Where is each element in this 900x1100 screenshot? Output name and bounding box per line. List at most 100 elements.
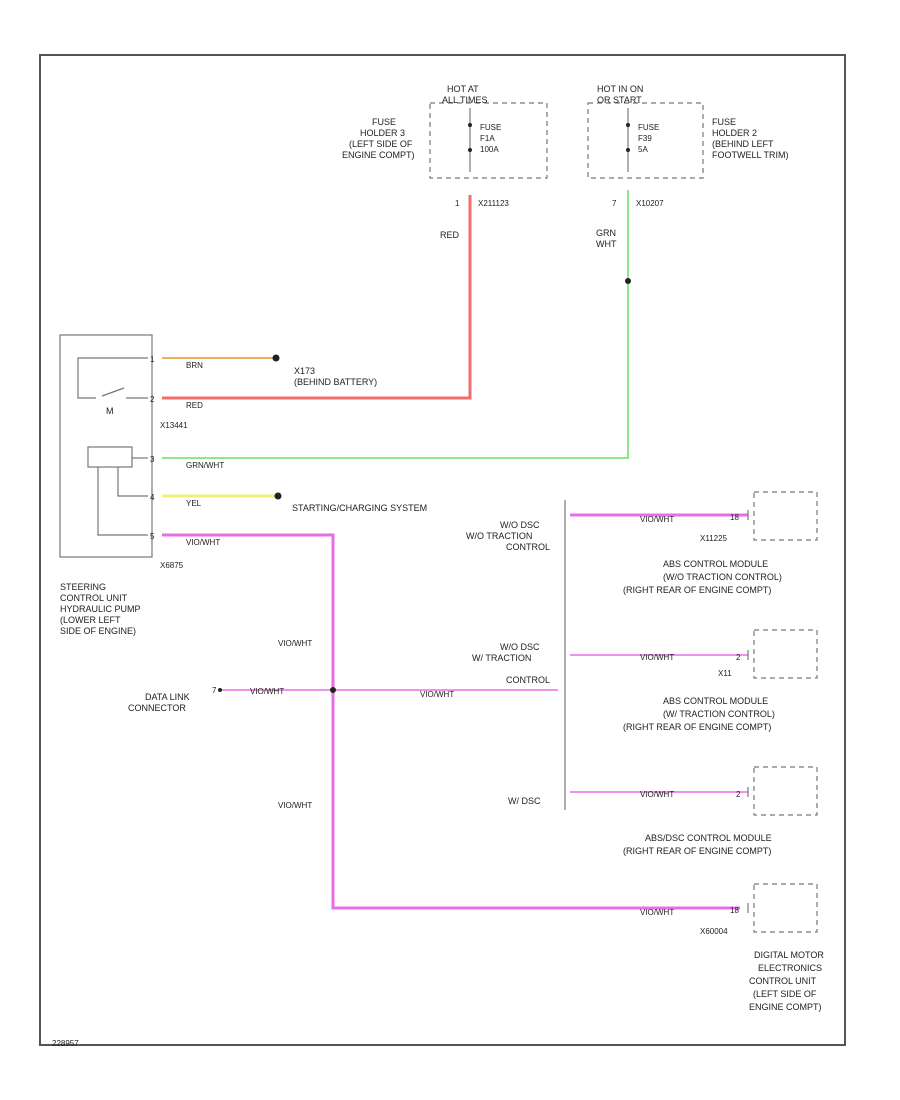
fuse-left-connector: X211123 — [478, 199, 509, 208]
fuse-f1a-label-3: 100A — [480, 145, 499, 154]
ground-label-1: X173 — [294, 366, 315, 376]
splice-wire-label: VIO/WHT — [420, 690, 454, 699]
steering-pin-5-wire: VIO/WHT — [186, 538, 220, 547]
option-1-label-1: W/O DSC — [500, 520, 540, 530]
fuse-f1a-terminal-top — [468, 123, 472, 127]
option-2-label-2: W/ TRACTION — [472, 653, 531, 663]
option-1-label-3: CONTROL — [506, 542, 550, 552]
fuse-right-hot-label-1: HOT IN ON — [597, 84, 643, 94]
steering-connector-upper: X13441 — [160, 421, 188, 430]
module-4-pin: 18 — [730, 906, 739, 915]
module-3-label-1: ABS/DSC CONTROL MODULE — [645, 833, 772, 843]
abs-module-1-box — [753, 491, 818, 541]
steering-pin-4-wire: YEL — [186, 499, 202, 508]
module-4-label-3: CONTROL UNIT — [749, 976, 817, 986]
data-link-wire: VIO/WHT — [250, 687, 284, 696]
green-splice-dot — [625, 278, 631, 284]
wire-green-label-1: GRN — [596, 228, 616, 238]
steering-pin-1-wire: BRN — [186, 361, 203, 370]
ground-terminal-dot — [272, 354, 280, 362]
module-1-pin: 18 — [730, 513, 739, 522]
module-4-label-2: ELECTRONICS — [758, 963, 822, 973]
module-2-label-2: (W/ TRACTION CONTROL) — [663, 709, 775, 719]
fuse-right-connector: X10207 — [636, 199, 664, 208]
data-link-label-2: CONNECTOR — [128, 703, 186, 713]
steering-motor-switch — [77, 357, 148, 399]
option-2-label-1: W/O DSC — [500, 642, 540, 652]
wire-red — [162, 195, 472, 400]
wire-green — [162, 190, 629, 459]
fuse-f39-label-3: 5A — [638, 145, 648, 154]
fuse-holder-3-label-2: HOLDER 3 — [360, 128, 405, 138]
steering-pin-2: 2 — [150, 395, 155, 404]
fuse-right-hot-label-2: OR START — [597, 95, 642, 105]
starting-system-label: STARTING/CHARGING SYSTEM — [292, 503, 427, 513]
dme-module-box — [753, 883, 818, 933]
steering-block-to-pin5 — [97, 467, 148, 536]
abs-dsc-module-box — [753, 766, 818, 816]
steering-pin-3-wire: GRN/WHT — [186, 461, 224, 470]
fuse-holder-3-label-3: (LEFT SIDE OF — [349, 139, 413, 149]
fuse-left-pin: 1 — [455, 199, 460, 208]
fuse-holder-3-box — [429, 102, 548, 179]
module-1-connector: X11225 — [700, 534, 728, 543]
fuse-holder-2-box — [587, 102, 704, 179]
steering-unit-label-1: STEERING — [60, 582, 106, 592]
steering-pin-2-wire: RED — [186, 401, 203, 410]
fuse-f1a-terminal-bottom — [468, 148, 472, 152]
fuse-f1a-label-1: FUSE — [480, 123, 501, 132]
module-3-pin: 2 — [736, 790, 741, 799]
option-1-label-2: W/O TRACTION — [466, 531, 532, 541]
module-3-wire: VIO/WHT — [640, 790, 674, 799]
diagram-frame — [39, 54, 846, 1046]
module-2-label-1: ABS CONTROL MODULE — [663, 696, 768, 706]
fuse-f39-terminal-top — [626, 123, 630, 127]
wire-red-label: RED — [440, 230, 460, 240]
fuse-f39-label-1: FUSE — [638, 123, 659, 132]
fuse-left-hot-label-2: ALL TIMES — [442, 95, 488, 105]
module-4-wire: VIO/WHT — [640, 908, 674, 917]
module-4-label-4: (LEFT SIDE OF — [753, 989, 817, 999]
data-link-pin-dot — [218, 688, 222, 692]
steering-module-block — [87, 446, 133, 468]
option-3-label: W/ DSC — [508, 796, 541, 806]
steering-pin-4: 4 — [150, 493, 155, 502]
steering-pin-5: 5 — [150, 532, 155, 541]
fuse-f39-terminal-bottom — [626, 148, 630, 152]
module-1-label-3: (RIGHT REAR OF ENGINE COMPT) — [623, 585, 771, 595]
module-4-connector: X60004 — [700, 927, 728, 936]
steering-unit-label-3: HYDRAULIC PUMP — [60, 604, 141, 614]
module-1-label-2: (W/O TRACTION CONTROL) — [663, 572, 782, 582]
module-4-label-5: ENGINE COMPT) — [749, 1002, 822, 1012]
fuse-holder-2-label-1: FUSE — [712, 117, 736, 127]
abs-module-2-box — [753, 629, 818, 679]
steering-switch-contact — [101, 387, 125, 397]
steering-pin-1: 1 — [150, 355, 155, 364]
module-2-wire: VIO/WHT — [640, 653, 674, 662]
splice-dot — [330, 687, 336, 693]
fuse-left-hot-label-1: HOT AT — [447, 84, 479, 94]
steering-unit-label-4: (LOWER LEFT — [60, 615, 121, 625]
steering-connector-lower: X6875 — [160, 561, 184, 570]
fuse-holder-2-label-4: FOOTWELL TRIM) — [712, 150, 789, 160]
wire-green-label-2: WHT — [596, 239, 617, 249]
module-1-wire: VIO/WHT — [640, 515, 674, 524]
module-3-label-2: (RIGHT REAR OF ENGINE COMPT) — [623, 846, 771, 856]
data-link-label-1: DATA LINK — [145, 692, 190, 702]
fuse-f1a-label-2: F1A — [480, 134, 495, 143]
fuse-holder-3-label-4: ENGINE COMPT) — [342, 150, 415, 160]
module-2-label-3: (RIGHT REAR OF ENGINE COMPT) — [623, 722, 771, 732]
wire-pink-trunk — [162, 533, 740, 910]
starting-system-arrow-dot — [274, 492, 282, 500]
steering-unit-label-5: SIDE OF ENGINE) — [60, 626, 136, 636]
module-1-label-1: ABS CONTROL MODULE — [663, 559, 768, 569]
steering-block-to-pin4 — [117, 467, 148, 497]
steering-motor-label: M — [106, 406, 114, 416]
fuse-holder-2-label-2: HOLDER 2 — [712, 128, 757, 138]
option-2-label-3: CONTROL — [506, 675, 550, 685]
data-link-pin: 7 — [212, 686, 217, 695]
module-2-connector: X11 — [718, 669, 732, 678]
trunk-wire-upper-label: VIO/WHT — [278, 639, 312, 648]
trunk-wire-lower-label: VIO/WHT — [278, 801, 312, 810]
